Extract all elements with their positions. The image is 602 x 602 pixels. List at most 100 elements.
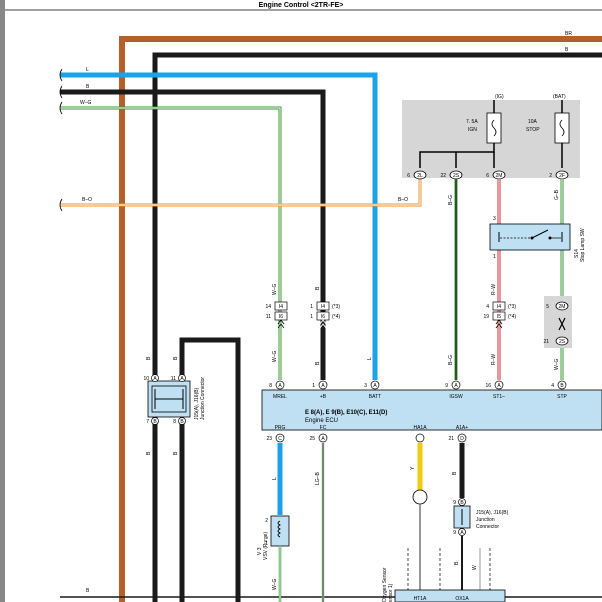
wire-jc-loop [179, 337, 241, 602]
wire-label-bo-right: B–O [398, 197, 408, 203]
svg-text:3: 3 [364, 383, 367, 389]
svg-text:BATT: BATT [369, 394, 381, 400]
svg-text:IGSW: IGSW [449, 394, 463, 400]
stop-lamp-sw-code: S14 [574, 249, 580, 258]
junction-right-sub2: Connector [476, 524, 499, 530]
fuse-pin-2l: 2L 6 [407, 170, 427, 180]
svg-text:4: 4 [551, 383, 554, 389]
wire-label-b-ox2: B [454, 561, 460, 565]
connector-i6-id: I6 [279, 314, 283, 320]
wire-l [60, 72, 378, 380]
wire-label-rw-v2: R–W [491, 284, 497, 295]
sensor-label: Oxygen Sensor [382, 567, 388, 602]
junction-right-name: J15(A), J16(B) [476, 510, 509, 516]
junction-right-pin-top: B 9 [453, 498, 466, 506]
svg-text:9: 9 [453, 500, 456, 506]
oxygen-sensor [394, 589, 506, 602]
splice-ha1a [412, 489, 428, 505]
svg-text:A: A [153, 376, 157, 382]
wire-label-l-v: L [367, 357, 373, 360]
fuse-box-ig-label: (IG) [495, 94, 504, 100]
connector-i6-num: 11 [266, 314, 271, 320]
junction-left-pin-br: B 8 [173, 417, 186, 425]
wire-label-rw: R–W [491, 354, 497, 365]
junction-connector-left-inner [151, 385, 187, 413]
connector-i4-num: 14 [265, 304, 271, 310]
svg-text:1: 1 [312, 383, 315, 389]
ecu-name: Engine ECU [305, 418, 338, 424]
junction-left-pin-tr: A 11 [171, 374, 186, 382]
fuse1-rating: 7. 5A [466, 119, 478, 125]
junction-right-sub1: Junction [476, 517, 495, 523]
sensor-sub: ensor 1) [388, 583, 394, 602]
svg-text:8: 8 [269, 383, 272, 389]
vsv-name: VSV (Purge) [263, 532, 269, 560]
svg-text:21: 21 [543, 339, 549, 345]
wire-label-wg-v2: W–G [272, 351, 278, 363]
ecu-pin-mrel: A 8 MREL [269, 380, 287, 400]
svg-text:A: A [321, 436, 325, 442]
ecu-pin-igsw: A 9 IGSW [445, 380, 463, 400]
svg-text:A: A [454, 383, 458, 389]
wire-br [119, 36, 602, 602]
svg-text:STP: STP [557, 394, 567, 400]
svg-text:HA1A: HA1A [413, 425, 427, 431]
svg-text:25: 25 [309, 436, 315, 442]
fuse-pin-2f: 2F 2 [549, 170, 569, 180]
connector-note-3b: (*3) [508, 304, 516, 310]
wire-label-wg-vsv: W–G [272, 579, 278, 591]
connector-i4b-id: I4 [321, 304, 325, 310]
svg-text:D: D [460, 436, 464, 442]
wire-label-wg-v: W–G [272, 284, 278, 296]
wire-label-wg2: W–G [554, 359, 560, 371]
shield-lines [407, 548, 491, 590]
stop-lamp-sw-pin-bottom: 1 [493, 254, 496, 260]
stop-lamp-switch [489, 223, 571, 251]
wire-label-b-left: B [86, 84, 90, 90]
svg-text:B: B [153, 419, 157, 425]
fuse-icon [554, 112, 570, 144]
wire-label-jc-left: B [146, 356, 152, 360]
wire-label-jc-r2: B [173, 451, 179, 455]
ecu-pin-stp: B 4 STP [551, 380, 568, 400]
svg-text:2S: 2S [453, 173, 460, 179]
ecu-pin-plus-b: A 1 +B [312, 380, 328, 400]
svg-text:6: 6 [407, 173, 410, 179]
fuse-box-bat-label: (BAT) [553, 94, 566, 100]
wire-label-b-v2: B [315, 361, 321, 365]
junction-left-name: J15(A), J16(B) [194, 387, 200, 420]
connector-note-3: (*3) [332, 304, 340, 310]
engine-ecu [261, 389, 602, 431]
wire-b-left [60, 89, 326, 380]
connector-i6b-id: I6 [321, 314, 325, 320]
wire-label-y: Y [410, 466, 416, 470]
svg-text:PRG: PRG [275, 425, 286, 431]
wire-label-lgb: LG–B [315, 472, 321, 485]
wire-label-b-v: B [315, 286, 321, 290]
svg-text:FC: FC [320, 425, 327, 431]
sensor-ht1a: HT1A [414, 596, 427, 602]
junction-left-subtitle: Junction Connector [200, 377, 206, 420]
svg-text:16: 16 [485, 383, 491, 389]
ecu-pin-ha1a: HA1A [413, 425, 427, 443]
svg-text:2M: 2M [496, 173, 503, 179]
connector-i6b-num: 1 [310, 314, 313, 320]
junction-right-pin-bot: A 9 [453, 528, 466, 536]
svg-text:9: 9 [453, 530, 456, 536]
svg-text:MREL: MREL [273, 394, 287, 400]
wire-label-w: W [472, 565, 478, 570]
wire-label-br: BR [565, 31, 572, 37]
stop-lamp-sw-name: Stop Lamp SW [580, 228, 586, 262]
fuse-pin-2m: 2M 6 [486, 170, 506, 180]
svg-text:22: 22 [440, 173, 446, 179]
wire-label-l-prg: L [272, 477, 278, 480]
ecu-title: E 8(A), E 9(B), E10(C), E11(D) [305, 410, 387, 416]
connector-i5-num: 19 [483, 314, 489, 320]
svg-text:A: A [180, 376, 184, 382]
svg-text:5: 5 [546, 304, 549, 310]
fuse-pin-2s: 2S 22 [440, 170, 463, 180]
svg-text:A: A [460, 530, 464, 536]
switch-icon [498, 229, 563, 242]
wire-label-bg-v2: B–G [448, 355, 454, 365]
connector-i4c-num: 4 [486, 304, 489, 310]
